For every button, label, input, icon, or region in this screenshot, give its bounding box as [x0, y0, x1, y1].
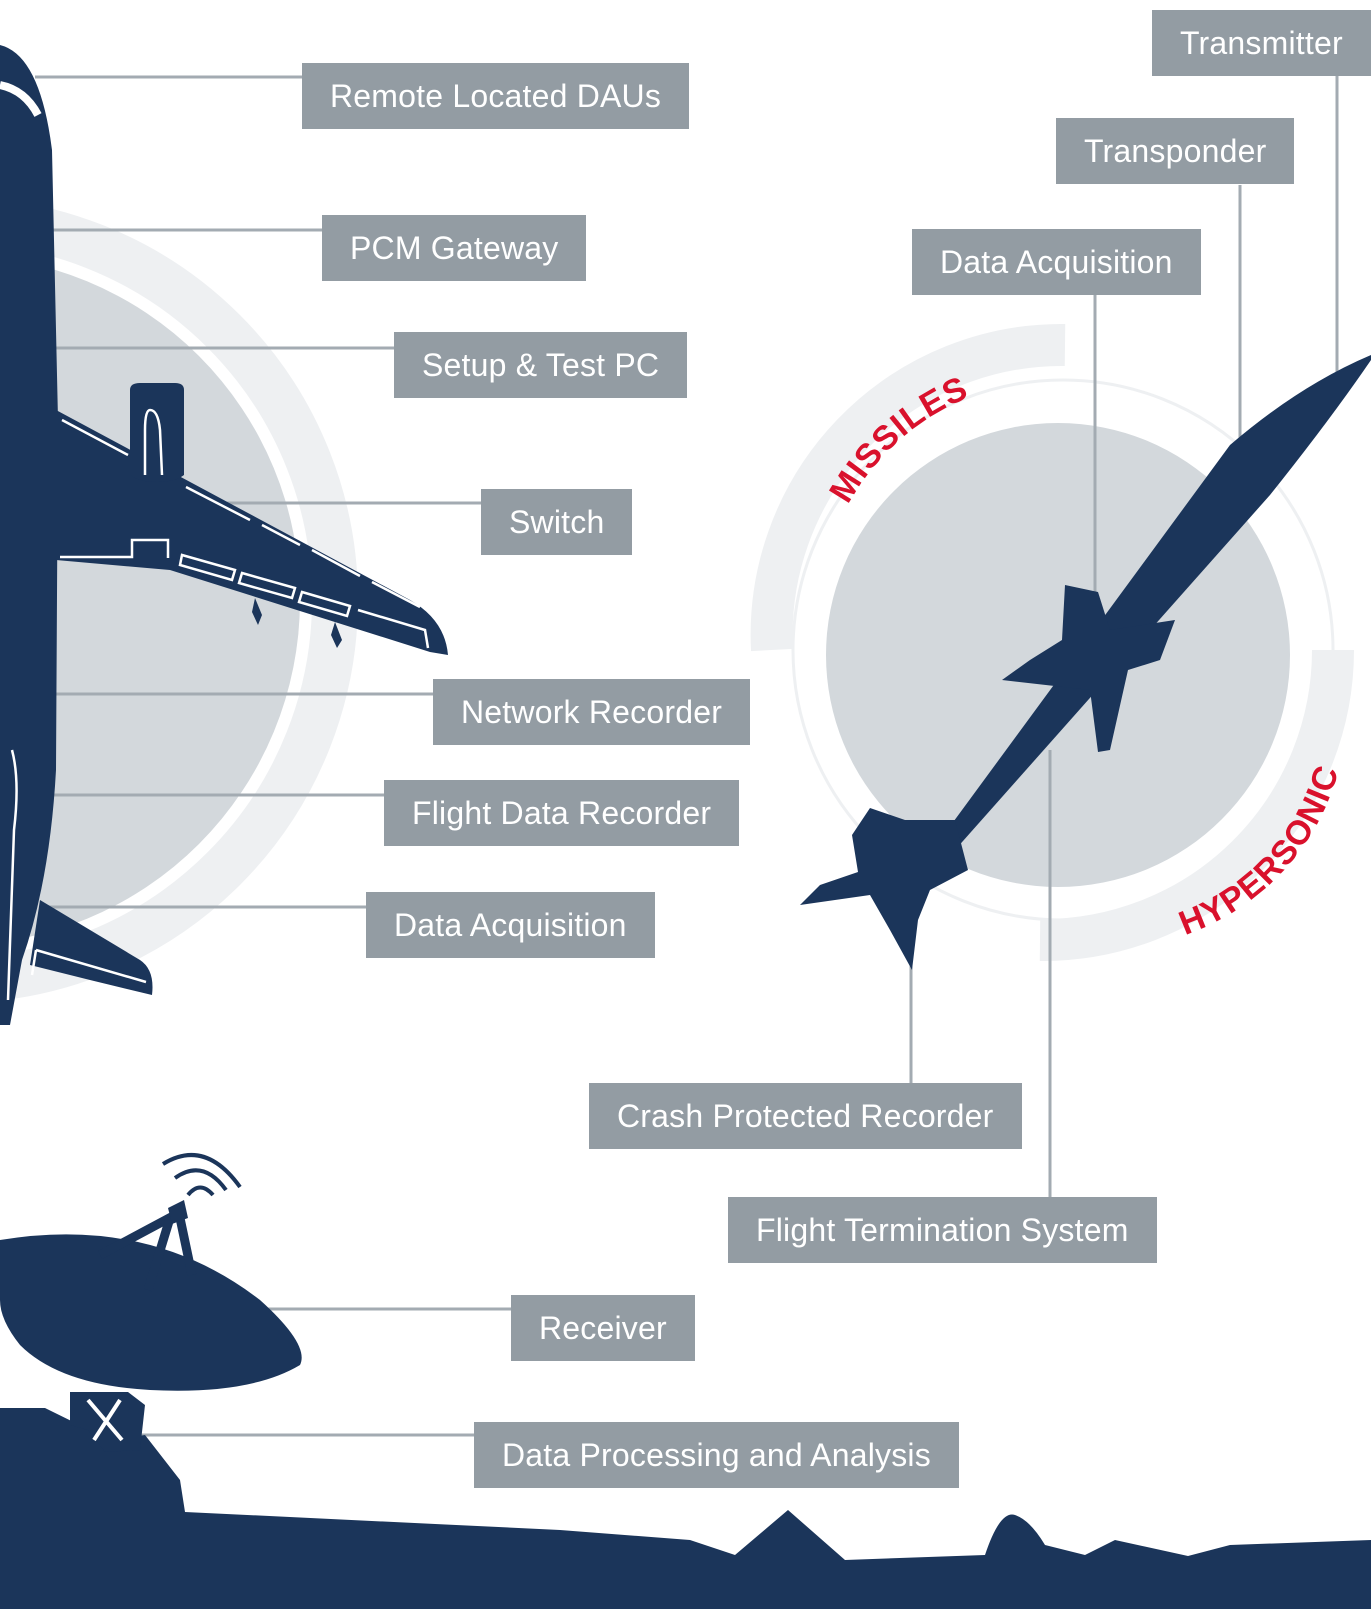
aircraft-silhouette-icon — [0, 45, 448, 1025]
missile-thin-ring — [791, 378, 1335, 922]
aircraft-engine — [130, 383, 184, 482]
dish-pedestal-brace — [86, 1398, 124, 1442]
missile-body — [940, 355, 1371, 850]
label-switch: Switch — [481, 489, 633, 555]
dish-feed-horn — [168, 1200, 188, 1224]
label-flight-termination-system: Flight Termination System — [728, 1197, 1157, 1263]
missile-tail-fins — [800, 808, 968, 970]
label-transponder: Transponder — [1056, 118, 1295, 184]
flap-fairing-1 — [252, 598, 262, 625]
leader-lines — [35, 75, 1339, 1437]
label-setup-test-pc: Setup & Test PC — [394, 332, 688, 398]
label-remote-located-daus: Remote Located DAUs — [302, 63, 690, 129]
label-flight-data-recorder: Flight Data Recorder — [384, 780, 740, 846]
missile-ring-arc-upper — [750, 323, 1066, 652]
label-pcm-gateway: PCM Gateway — [322, 215, 587, 281]
signal-waves-icon — [161, 1153, 242, 1197]
label-data-acquisition-aircraft: Data Acquisition — [366, 892, 655, 958]
label-network-recorder: Network Recorder — [433, 679, 751, 745]
label-transmitter: Transmitter — [1152, 10, 1371, 76]
aircraft-panel-lines — [6, 408, 430, 1001]
satellite-dish-silhouette-icon — [0, 1153, 302, 1452]
label-data-acquisition-missile: Data Acquisition — [912, 229, 1201, 295]
label-receiver: Receiver — [511, 1295, 695, 1361]
aircraft-cockpit-windows — [0, 81, 42, 117]
terrain-silhouette — [0, 1408, 1371, 1609]
label-data-processing-and-analysis: Data Processing and Analysis — [474, 1422, 959, 1488]
terrain — [0, 1408, 1371, 1609]
dish-feed-struts — [97, 1211, 197, 1292]
missile-silhouette-icon — [800, 355, 1371, 970]
missile-mid-fins — [1002, 585, 1175, 752]
flap-fairing-2 — [331, 622, 342, 648]
dish-reflector — [0, 1234, 302, 1391]
label-crash-protected-recorder: Crash Protected Recorder — [589, 1083, 1022, 1149]
aircraft-fuselage — [0, 45, 58, 1025]
aircraft-tail — [30, 900, 153, 995]
